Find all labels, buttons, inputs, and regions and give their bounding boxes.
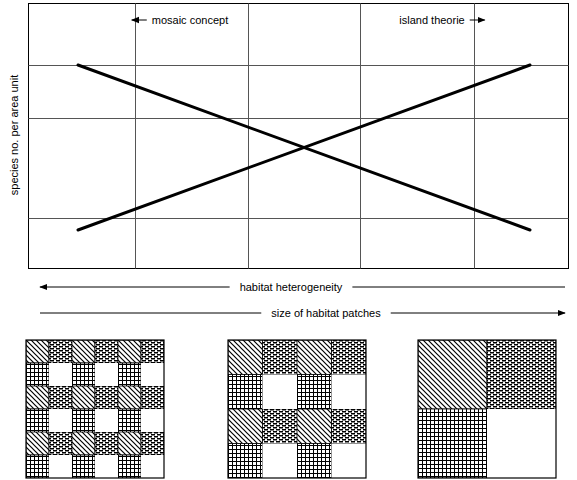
axis-label: species no. per area unit xyxy=(8,73,21,197)
grid-line xyxy=(29,118,569,119)
direction-arrow xyxy=(470,20,485,21)
axis-line xyxy=(40,313,261,314)
medium-mosaic-square xyxy=(228,340,366,478)
axis-arrows xyxy=(40,20,565,313)
chart-frame xyxy=(29,4,569,269)
fine-mosaic-square xyxy=(26,340,164,478)
concept-label: mosaic concept xyxy=(150,14,230,27)
chart-grid xyxy=(29,4,569,269)
axis-label: habitat heterogeneity xyxy=(238,281,345,294)
coarse-mosaic-square xyxy=(418,340,556,478)
axis-label: size of habitat patches xyxy=(269,307,382,320)
habitat-squares xyxy=(26,340,556,478)
axis-arrow xyxy=(40,287,230,288)
island-trend-line xyxy=(78,65,530,230)
axis-arrow xyxy=(391,313,565,314)
grid-line xyxy=(248,4,249,269)
concept-label: island theorie xyxy=(397,14,466,27)
mosaic-trend-line xyxy=(78,65,530,230)
grid-line xyxy=(360,4,361,269)
axis-line xyxy=(352,287,565,288)
grid-line xyxy=(474,4,475,269)
trend-lines xyxy=(78,65,530,230)
direction-arrow xyxy=(132,20,147,21)
grid-line xyxy=(29,65,569,66)
grid-line xyxy=(135,4,136,269)
